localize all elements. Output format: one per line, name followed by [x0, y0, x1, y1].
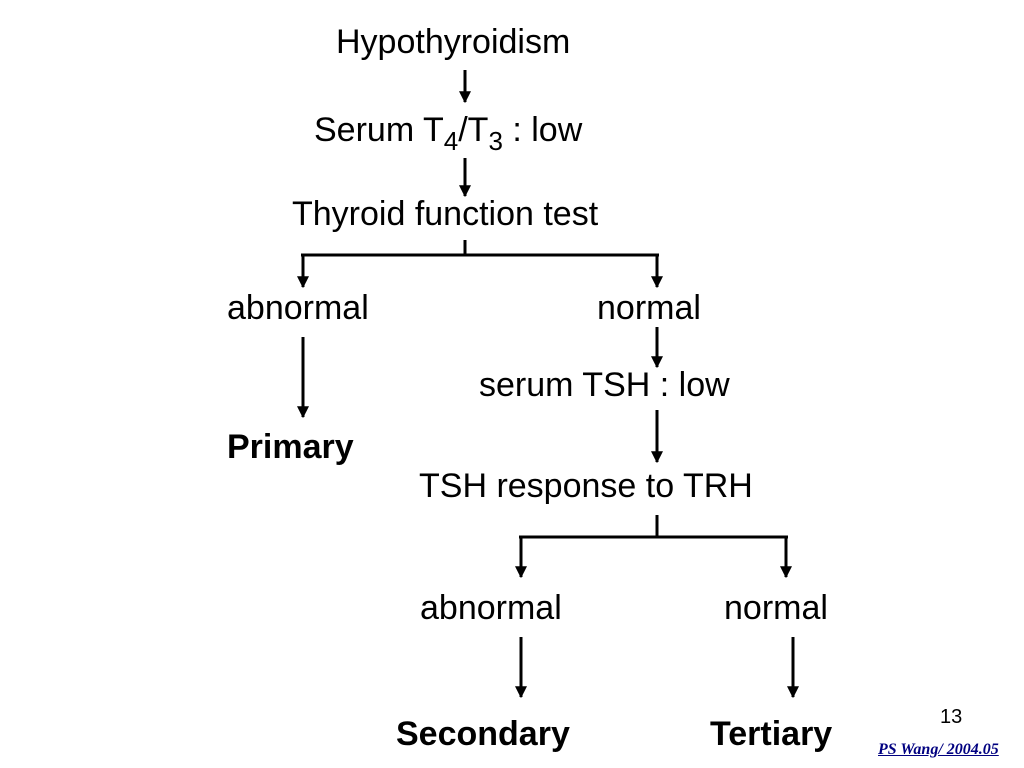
node-trh-normal: normal: [724, 589, 828, 627]
node-tertiary: Tertiary: [710, 715, 833, 753]
node-tft-abnormal: abnormal: [227, 289, 369, 327]
node-serum-tsh-low: serum TSH : low: [479, 366, 730, 404]
node-primary: Primary: [227, 428, 354, 466]
node-secondary: Secondary: [396, 715, 570, 753]
slide-number: 13: [940, 706, 963, 728]
serum-subscript-3: 3: [488, 126, 503, 156]
node-hypothyroidism: Hypothyroidism: [336, 23, 571, 61]
serum-subscript-4: 4: [443, 126, 459, 156]
author-credit: PS Wang/ 2004.05: [878, 741, 999, 758]
node-tsh-response-to-trh: TSH response to TRH: [419, 467, 753, 505]
serum-mid: /T: [458, 111, 489, 149]
node-thyroid-function-test: Thyroid function test: [292, 195, 599, 233]
node-serum-t4-t3: Serum T4/T3 : low: [314, 110, 583, 156]
node-trh-abnormal: abnormal: [420, 589, 562, 627]
serum-suffix: : low: [502, 111, 583, 149]
node-tft-normal: normal: [597, 289, 701, 327]
serum-prefix: Serum T: [314, 111, 444, 149]
